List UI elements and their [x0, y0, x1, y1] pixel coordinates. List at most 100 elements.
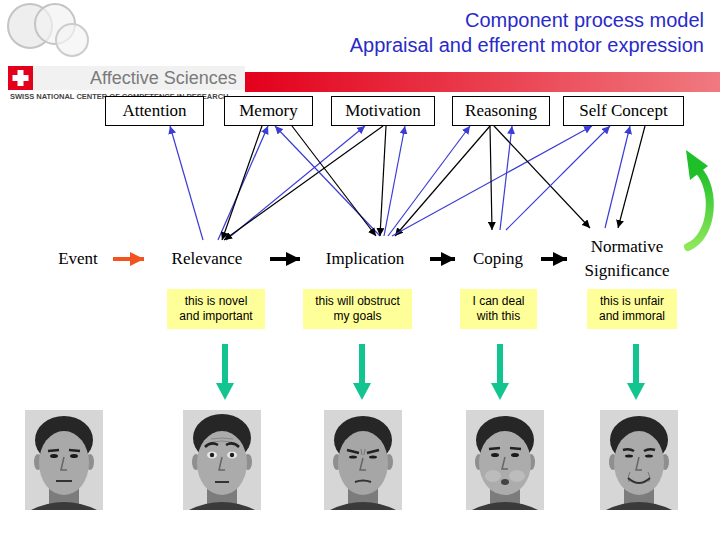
- mouth: [355, 481, 371, 483]
- appraisal-note: this is novel and important: [167, 289, 265, 329]
- recursion-arrow: [688, 170, 710, 247]
- header-band: [245, 72, 720, 92]
- cheek: [509, 470, 525, 482]
- appraisal-stage: Normative Significance: [567, 228, 687, 290]
- down-arrow-head: [491, 383, 509, 400]
- memory-system-box: Reasoning: [452, 96, 550, 126]
- shirt: [330, 502, 396, 510]
- node-text: Attention: [122, 101, 186, 121]
- node-text: Event: [58, 247, 98, 271]
- appraisal-stage: Implication: [300, 236, 430, 282]
- shirt: [31, 502, 97, 510]
- mouth: [56, 480, 72, 482]
- down-arrow-head: [353, 383, 371, 400]
- flow-arrow: [430, 257, 455, 261]
- brows: [489, 448, 521, 449]
- cheek: [485, 470, 501, 482]
- nose: [360, 458, 366, 470]
- brows: [623, 449, 655, 451]
- appraisal-link: [218, 126, 268, 240]
- title-text: Component process model Appraisal and ef…: [350, 9, 704, 56]
- appraisal-link: [392, 126, 592, 236]
- flow-arrow: [270, 257, 300, 261]
- event-node: Event: [43, 244, 113, 274]
- appraisal-link: [388, 126, 470, 236]
- mouth: [501, 479, 509, 485]
- brows: [205, 443, 239, 447]
- mouth: [215, 481, 229, 483]
- down-arrow-shaft: [359, 344, 365, 384]
- eye-white: [227, 452, 237, 459]
- logo-band: [33, 66, 245, 90]
- pupil: [210, 453, 214, 457]
- photo-bg: [324, 410, 402, 510]
- node-text: this will obstruct my goals: [311, 294, 404, 324]
- appraisal-link: [275, 126, 380, 236]
- node-text: this is unfair and immoral: [595, 294, 669, 324]
- eye: [625, 455, 633, 458]
- forehead-lines: [211, 438, 233, 442]
- eye: [369, 455, 377, 458]
- face: [197, 431, 247, 495]
- eye: [349, 455, 357, 458]
- flow-arrow: [113, 257, 144, 261]
- face-photo: [25, 410, 103, 510]
- photo-bg: [183, 410, 261, 510]
- eye: [491, 453, 499, 457]
- appraisal-link: [222, 126, 262, 240]
- eye: [645, 455, 653, 458]
- appraisal-link: [490, 126, 492, 230]
- logo-wordmark: Affective Sciences: [90, 67, 237, 89]
- appraisal-note: I can deal with this: [460, 289, 537, 329]
- appraisal-link: [395, 126, 490, 236]
- shirt: [472, 502, 538, 510]
- node-text: I can deal with this: [468, 294, 529, 324]
- memory-system-box: Self Concept: [563, 96, 684, 126]
- memory-system-box: Attention: [105, 96, 204, 126]
- title-spacer: [342, 8, 422, 33]
- expression-arrows: [216, 344, 645, 400]
- appraisal-link: [170, 126, 203, 240]
- node-text: Motivation: [345, 101, 421, 121]
- slide-title: Component process model Appraisal and ef…: [342, 8, 704, 58]
- appraisal-stage: Relevance: [144, 240, 270, 278]
- node-text: this is novel and important: [175, 294, 257, 324]
- down-arrow-shaft: [222, 344, 228, 384]
- brows: [347, 450, 379, 453]
- node-text: Coping: [473, 247, 523, 271]
- furrow: [361, 449, 365, 455]
- down-arrow-shaft: [497, 344, 503, 384]
- appraisal-link: [292, 126, 376, 236]
- appraisal-link: [224, 126, 383, 240]
- appraisal-link: [226, 126, 365, 240]
- face: [338, 431, 388, 495]
- appraisal-link: [500, 126, 512, 230]
- shirt: [606, 502, 672, 510]
- face: [39, 431, 89, 495]
- down-arrow-head: [216, 383, 234, 400]
- node-text: Normative Significance: [567, 235, 687, 283]
- face-photo: [183, 410, 261, 510]
- node-text: Implication: [326, 247, 404, 271]
- down-arrow-shaft: [633, 344, 639, 384]
- appraisal-note: this will obstruct my goals: [303, 289, 412, 329]
- node-text: Memory: [239, 101, 298, 121]
- face: [479, 431, 531, 495]
- brows: [48, 450, 80, 451]
- nose: [219, 457, 225, 470]
- nose: [636, 457, 642, 470]
- appraisal-link: [618, 126, 645, 228]
- smile-lines: [628, 472, 650, 482]
- node-text: Relevance: [172, 247, 243, 271]
- eye-white: [207, 452, 217, 459]
- appraisal-link: [380, 126, 386, 236]
- node-text: Reasoning: [465, 101, 537, 121]
- appraisal-link: [605, 126, 630, 228]
- swiss-flag: [8, 66, 33, 90]
- down-arrow-head: [627, 383, 645, 400]
- memory-system-box: Memory: [224, 96, 313, 126]
- photo-bg: [25, 410, 103, 510]
- memory-system-box: Motivation: [331, 96, 435, 126]
